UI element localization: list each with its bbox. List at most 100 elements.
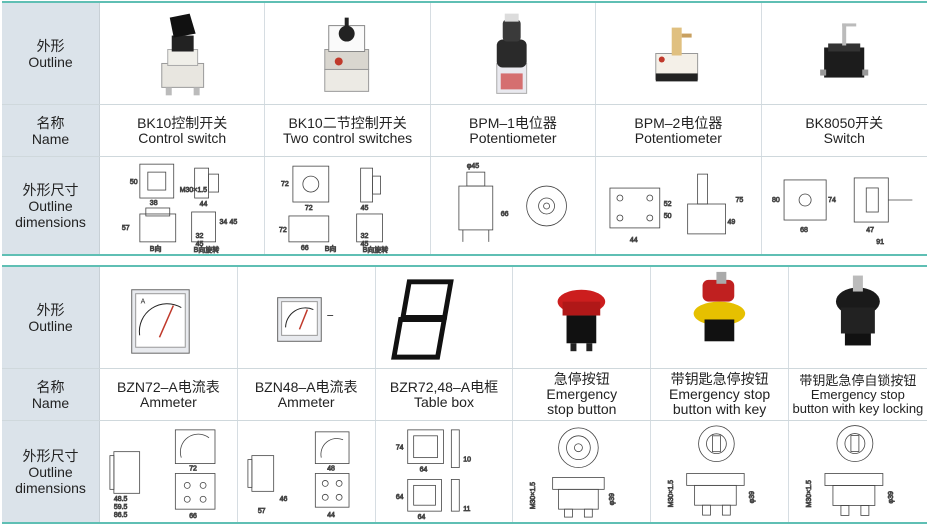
- product-name-en: Emergency stop: [669, 386, 771, 402]
- product-name-cn: 急停按钮: [553, 371, 610, 387]
- dim-label: 72: [189, 466, 197, 473]
- dim-label: 34: [220, 219, 228, 226]
- product-name-en: Switch: [823, 129, 865, 146]
- dim-label: 50: [130, 179, 138, 186]
- dim-label: 66: [301, 245, 309, 252]
- dim-label: 86.5: [114, 512, 128, 519]
- photo-bpm1-potentiometer: [431, 3, 597, 104]
- svg-text:A: A: [141, 299, 146, 306]
- outline-label-en: Outline: [28, 53, 73, 70]
- product-name-cn: BPM–1电位器: [469, 114, 557, 131]
- photo-emergency-stop-key-lock: [789, 267, 927, 368]
- outline-label-cn: 外形: [36, 301, 65, 318]
- dim-label: M30×1.5: [180, 187, 207, 194]
- dim-label-cn: 外形尺寸: [22, 447, 79, 464]
- dim-label: 74: [395, 445, 403, 452]
- photo-bk10-control-switch: [100, 3, 266, 104]
- name-label-en: Name: [31, 130, 70, 147]
- drawing-bzn72: 72 48.5 59.5 86.5 66: [100, 421, 238, 522]
- photo-bk8050-switch: [762, 3, 927, 104]
- product-name-cn: BZN48–A电流表: [254, 378, 358, 395]
- photo-bpm2-potentiometer: [596, 3, 762, 104]
- product-name-cn: 带钥匙急停自锁按钮: [799, 372, 917, 388]
- photo-bzn72-ammeter: A: [100, 267, 238, 368]
- dim-label: 10: [463, 457, 471, 464]
- dim-label: 11: [463, 506, 470, 513]
- dim-label: 64: [419, 467, 427, 474]
- product-table-1: 外形 Outline: [2, 1, 927, 256]
- name-header: 名称 Name: [2, 369, 100, 420]
- dim-label: 44: [630, 237, 638, 244]
- dim-label: 50: [664, 213, 672, 220]
- dim-label: M30×1.5: [668, 480, 675, 507]
- drawing-emergency-stop-key-lock: M30×1.5 φ39: [789, 421, 927, 522]
- product-name-en: Potentiometer: [634, 129, 722, 146]
- dim-label: M30×1.5: [530, 482, 537, 509]
- dim-label: B向旋转: [194, 245, 220, 254]
- drawing-bzn48: 48 46 57 44: [238, 421, 376, 522]
- product-table-2: 外形 Outline A: [2, 265, 927, 524]
- dim-label: 48.5: [114, 496, 128, 503]
- dim-label: 45: [361, 241, 369, 248]
- product-name-en2: button with key locking: [792, 400, 924, 416]
- dim-label: 74: [828, 197, 836, 204]
- name-label-en: Name: [31, 394, 70, 411]
- dim-label: φ39: [888, 491, 895, 503]
- dim-label: 47: [866, 227, 874, 234]
- product-name-en: Two control switches: [283, 129, 413, 146]
- photo-emergency-stop-key: [651, 267, 789, 368]
- product-name-en: Ammeter: [140, 393, 197, 410]
- outline-label-en: Outline: [28, 317, 73, 334]
- dim-label: 49: [728, 219, 736, 226]
- dim-label: φ39: [610, 493, 617, 505]
- dim-label: 38: [150, 200, 158, 207]
- dim-label-en1: Outline: [28, 463, 73, 480]
- dimensions-header: 外形尺寸 Outline dimensions: [2, 421, 100, 522]
- drawing-bzr: 74 64 10 64 64 11: [376, 421, 514, 522]
- product-name-en: Emergency: [546, 386, 618, 402]
- dim-label: 45: [230, 219, 238, 226]
- outline-row: 外形 Outline: [2, 3, 927, 105]
- dim-label: φ45: [467, 163, 479, 170]
- dim-label: 46: [279, 496, 287, 503]
- dim-label: B向: [325, 244, 337, 253]
- drawing-bk8050: 80 74 68 47 91: [762, 157, 927, 254]
- drawing-bk10-two: 72 72 45 72 66 32 45 B向 B向旋转: [265, 157, 431, 254]
- dim-label: 72: [281, 181, 289, 188]
- dim-label: 72: [279, 227, 287, 234]
- product-name-en: Potentiometer: [469, 129, 557, 146]
- photo-bk10-two-switches: [265, 3, 431, 104]
- dim-label: 57: [122, 225, 130, 232]
- dim-label: 66: [189, 513, 197, 520]
- product-name-cn: BPM–2电位器: [634, 114, 723, 131]
- dim-label-cn: 外形尺寸: [22, 181, 79, 198]
- dim-label: 68: [800, 227, 808, 234]
- dimensions-row: 外形尺寸 Outline dimensions 72 48.5 59.5 86.…: [2, 421, 927, 522]
- dim-label: 91: [876, 239, 884, 246]
- product-name-en: Emergency stop: [810, 386, 905, 402]
- dim-label: 44: [327, 512, 335, 519]
- product-name-cn: BK10二节控制开关: [288, 114, 407, 131]
- product-name-en2: button with key: [672, 401, 767, 417]
- dim-label: 44: [200, 201, 208, 208]
- product-name-cn: 带钥匙急停按钮: [670, 371, 769, 387]
- outline-header: 外形 Outline: [2, 267, 100, 368]
- dimensions-header: 外形尺寸 Outline dimensions: [2, 157, 100, 254]
- drawing-bk10: 50 38 M30×1.5 44 57 32 34 45 45 B向 B向旋转: [100, 157, 266, 254]
- dim-label: 32: [196, 233, 204, 240]
- dimensions-row: 外形尺寸 Outline dimensions 50 38 M30×1.5 44…: [2, 157, 927, 254]
- dim-label: 52: [664, 201, 672, 208]
- name-label-cn: 名称: [36, 114, 65, 131]
- dim-label: 32: [361, 233, 369, 240]
- dim-label: φ39: [749, 491, 756, 503]
- dim-label-en1: Outline: [28, 197, 73, 214]
